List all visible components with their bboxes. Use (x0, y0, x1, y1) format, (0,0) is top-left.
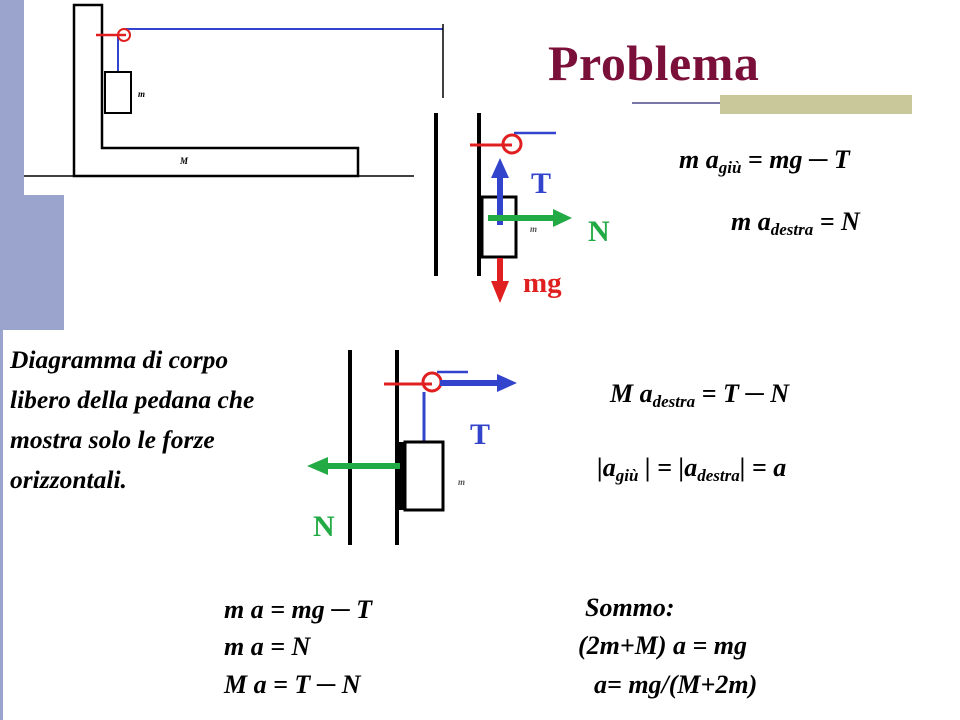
platform-label: M (179, 156, 189, 166)
equation-block-vertical: m agiù = mg ─ T (679, 145, 850, 178)
platform-pulley-icon (421, 371, 443, 393)
block-fbd-mass-label: m (530, 224, 537, 234)
weight-label: mg (523, 267, 562, 299)
platform-block-label: m (458, 477, 465, 487)
pulley-icon (117, 28, 131, 42)
eq1-rhs: = mg ─ T (741, 145, 850, 174)
side-bar-upper (0, 0, 24, 195)
eq3-rhs: = T ─ N (695, 379, 790, 408)
system-eq-3: M a = T ─ N (224, 670, 361, 699)
system-eq-2: m a = N (224, 632, 311, 661)
side-bar-edge (0, 330, 3, 720)
weight-arrow-icon (491, 281, 509, 303)
platform-fbd: T m N (307, 350, 517, 545)
platform-block (403, 440, 445, 512)
pulley-icon-fbd (501, 133, 523, 155)
eq4-sub2: destra (697, 466, 740, 485)
eq2-sub: destra (770, 220, 814, 239)
equation-constraint: |agiù | = |adestra| = a (597, 453, 786, 486)
eq4-part3: | = a (739, 453, 787, 482)
equation-platform: M adestra = T ─ N (610, 379, 789, 412)
platform-tension-arrow-icon (497, 374, 517, 392)
eq1-sub: giù (718, 158, 742, 177)
eq4-part2: | = |a (638, 453, 698, 482)
block-fbd: m T N mg (434, 113, 610, 303)
tension-arrow-icon (491, 158, 509, 178)
eq4-sub1: giù (615, 466, 639, 485)
sum-heading: Sommo: (585, 593, 675, 622)
platform-normal-label: N (313, 510, 335, 543)
page-title: Problema (548, 35, 760, 91)
eq2-rhs: = N (813, 207, 860, 236)
side-bar-lower (0, 195, 64, 330)
small-block-label: m (138, 89, 145, 99)
small-block (104, 71, 132, 114)
sum-eq-1: (2m+M) a = mg (578, 631, 748, 660)
normal-arrow-icon (553, 209, 572, 227)
sum-eq-2: a= mg/(M+2m) (594, 670, 758, 699)
eq2-lhs: m a (731, 207, 771, 236)
platform-block-shadow (397, 442, 405, 510)
eq3-lhs: M a (610, 379, 653, 408)
tension-label: T (531, 167, 551, 200)
platform-shape (72, 3, 360, 178)
normal-label: N (588, 215, 610, 248)
system-eq-1: m a = mg ─ T (224, 595, 373, 624)
system-diagram: M m (24, 3, 444, 178)
header-accent-bar (720, 95, 912, 114)
fbd-description: Diagramma di corpo libero della pedana c… (10, 345, 255, 494)
equation-block-horizontal: m adestra = N (731, 207, 860, 240)
eq4-part1: |a (597, 453, 616, 482)
eq3-sub: destra (652, 392, 696, 411)
eq1-lhs: m a (679, 145, 719, 174)
platform-tension-label: T (470, 418, 490, 451)
platform-normal-arrow-icon (307, 457, 328, 475)
